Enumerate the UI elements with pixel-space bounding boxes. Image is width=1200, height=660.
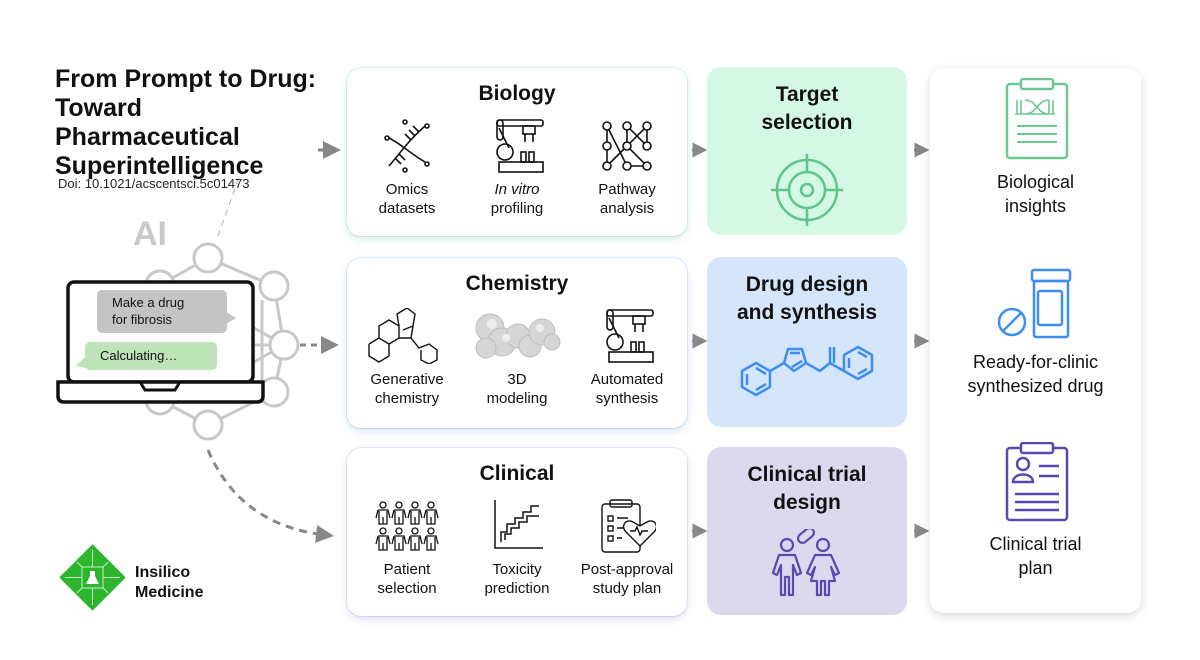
stage-title-1: Target: [775, 83, 839, 106]
laptop-icon: Make a drug for fibrosis Calculating…: [55, 280, 270, 410]
clipboard-heart-icon: [601, 499, 656, 553]
stage-title-2: and synthesis: [736, 301, 878, 324]
item-label-2: datasets: [378, 200, 436, 217]
item-label-1: Toxicity: [492, 561, 542, 578]
outputs-card: Biological insights Ready-for-clinic synth…: [930, 68, 1141, 613]
patient-group-icon: [375, 501, 439, 551]
item-label-2: study plan: [592, 580, 662, 597]
generative-chemistry-item: Generative chemistry: [352, 308, 462, 408]
prompt-line-2: for fibrosis: [112, 312, 172, 327]
item-label-1: Post-approval: [580, 561, 674, 578]
item-label-1: Automated: [590, 371, 664, 388]
clipboard-person-icon: [1005, 442, 1068, 522]
dna-icon: [384, 119, 430, 173]
response-bubble: Calculating…: [76, 342, 217, 370]
clinical-title: Clinical: [479, 462, 555, 485]
clipboard-dna-icon: [1005, 78, 1068, 160]
patients-pill-icon: [771, 529, 841, 597]
item-label-1: In vitro: [494, 181, 540, 198]
item-label-1: Pathway: [598, 181, 656, 198]
item-label-2: chemistry: [374, 390, 440, 407]
stage-title-1: Clinical trial: [747, 463, 867, 486]
clinical-trial-plan-output: Clinical trial plan: [930, 442, 1141, 580]
output-label-1: Biological: [996, 172, 1075, 192]
biology-title: Biology: [478, 82, 556, 105]
output-label-2: insights: [1004, 196, 1067, 216]
person-icon: [391, 527, 407, 551]
item-label-2: prediction: [484, 580, 550, 597]
prompt-line-1: Make a drug: [112, 295, 185, 310]
person-icon: [391, 501, 407, 525]
person-icon: [423, 501, 439, 525]
automated-synthesis-item: Automated synthesis: [572, 308, 682, 408]
item-label-1: 3D: [507, 371, 527, 388]
prompt-bubble: Make a drug for fibrosis: [97, 290, 236, 333]
insilico-logo-icon: [55, 540, 130, 620]
post-approval-study-plan-item: Post-approval study plan: [572, 498, 682, 598]
3d-modeling-item: 3D modeling: [462, 308, 572, 408]
response-text: Calculating…: [100, 348, 178, 363]
item-label-2: analysis: [599, 200, 655, 217]
item-label-2: synthesis: [595, 390, 659, 407]
drug-design-stage: Drug design and synthesis: [707, 257, 907, 427]
stage-title-2: design: [773, 491, 841, 514]
synthesized-drug-output: Ready-for-clinic synthesized drug: [930, 268, 1141, 398]
chemistry-card: Chemistry Generative chemistry 3D modeling…: [347, 258, 687, 428]
target-crosshair-icon: [771, 154, 843, 226]
clinical-trial-design-stage: Clinical trial design: [707, 447, 907, 615]
lab-robot-icon: [496, 119, 544, 173]
clinical-card: Clinical Patient selection Toxicity predic…: [347, 448, 687, 616]
item-label-2: selection: [377, 580, 437, 597]
person-icon: [423, 527, 439, 551]
item-label-2: profiling: [490, 200, 544, 217]
biological-insights-output: Biological insights: [930, 78, 1141, 218]
chemistry-title: Chemistry: [465, 272, 569, 295]
3d-molecule-surface-icon: [475, 313, 561, 359]
pill-bottle-icon: [997, 268, 1071, 339]
output-label-1: Ready-for-clinic: [972, 352, 1099, 372]
pathway-analysis-item: Pathway analysis: [572, 118, 682, 218]
target-selection-stage: Target selection: [707, 67, 907, 235]
in-vitro-profiling-item: In vitro profiling: [462, 118, 572, 218]
arrow-to-clinical: [206, 449, 334, 543]
logo-line-1: Insilico: [135, 564, 191, 581]
output-label-2: plan: [1018, 558, 1053, 578]
title-to-biology-arrow: [217, 179, 239, 237]
person-icon: [375, 501, 391, 525]
person-icon: [407, 501, 423, 525]
output-label-2: synthesized drug: [967, 376, 1104, 396]
item-label-1: Omics: [385, 181, 429, 198]
stage-title-2: selection: [761, 111, 853, 134]
pathway-network-icon: [602, 121, 652, 171]
logo-text: Insilico Medicine: [135, 563, 203, 603]
logo-line-2: Medicine: [135, 584, 204, 601]
stage-title-1: Drug design: [745, 273, 869, 296]
ai-label: AI: [133, 215, 167, 253]
person-icon: [375, 527, 391, 551]
person-icon: [407, 527, 423, 551]
molecule-icon: [740, 345, 874, 397]
output-label-1: Clinical trial: [989, 534, 1082, 554]
item-label-1: Generative: [370, 371, 444, 388]
item-label-2: modeling: [486, 390, 548, 407]
patient-selection-item: Patient selection: [352, 498, 462, 598]
toxicity-prediction-item: Toxicity prediction: [462, 498, 572, 598]
step-chart-icon: [494, 500, 543, 549]
page-title: From Prompt to Drug: Toward Pharmaceutic…: [55, 65, 317, 180]
doi-text: Doi: 10.1021/acscentsci.5c01473: [58, 176, 250, 191]
item-label-1: Patient: [383, 561, 431, 578]
omics-datasets-item: Omics datasets: [352, 118, 462, 218]
lab-robot-icon: [606, 309, 654, 363]
molecule-structure-icon: [368, 308, 438, 364]
